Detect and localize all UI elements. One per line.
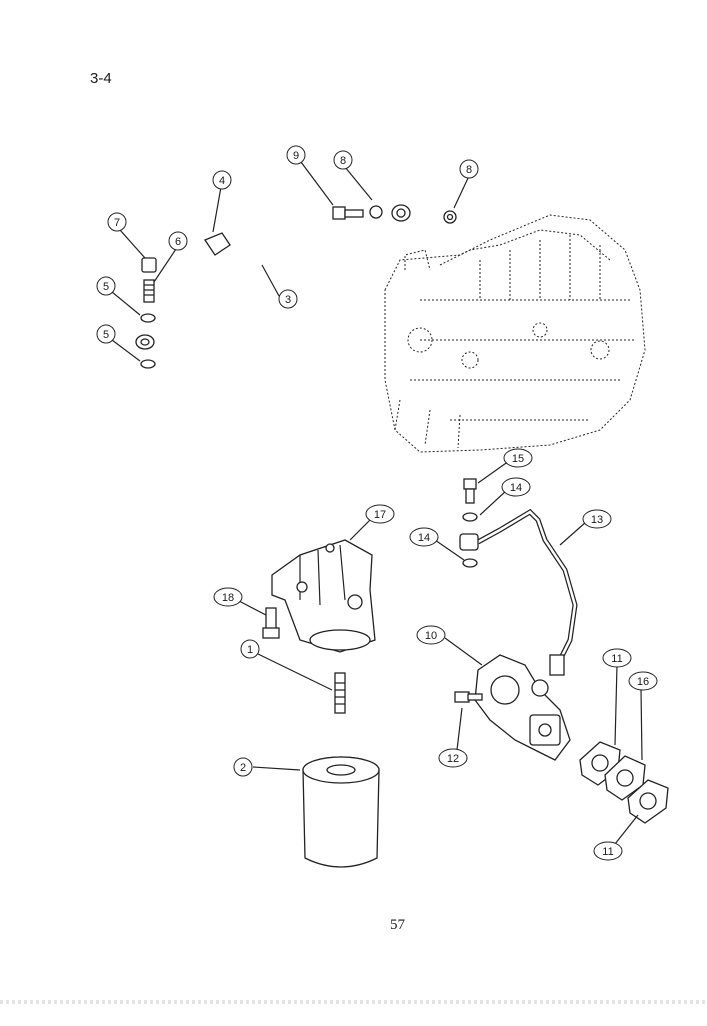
svg-text:5: 5	[103, 329, 109, 341]
callout-13: 13	[582, 509, 612, 529]
callout-18: 18	[213, 587, 243, 607]
fuel-filter	[302, 756, 380, 868]
callout-4: 4	[212, 170, 232, 190]
callout-14-upper: 14	[501, 477, 531, 497]
callout-12: 12	[438, 748, 468, 768]
svg-text:18: 18	[222, 592, 234, 604]
page-number: 57	[390, 917, 405, 933]
callout-1: 1	[240, 639, 260, 659]
svg-text:15: 15	[512, 453, 524, 465]
svg-text:1: 1	[247, 644, 253, 656]
bolt-and-nipple	[262, 607, 346, 714]
svg-text:4: 4	[219, 175, 225, 187]
callout-6: 6	[168, 231, 188, 251]
svg-text:16: 16	[637, 676, 649, 688]
svg-text:14: 14	[510, 482, 522, 494]
svg-text:14: 14	[418, 532, 430, 544]
svg-text:6: 6	[175, 236, 181, 248]
callout-17: 17	[365, 504, 395, 524]
callout-3: 3	[278, 289, 298, 309]
svg-text:17: 17	[374, 509, 386, 521]
gaskets	[579, 741, 669, 824]
upper-fittings	[140, 205, 457, 369]
callout-5-lower: 5	[96, 324, 116, 344]
callout-8-left: 8	[333, 150, 353, 170]
svg-text:8: 8	[466, 164, 472, 176]
callout-15: 15	[503, 448, 533, 468]
lift-pump	[454, 654, 571, 761]
svg-text:7: 7	[114, 217, 120, 229]
callout-5-upper: 5	[96, 276, 116, 296]
svg-text:3: 3	[285, 294, 291, 306]
leader-lines	[111, 161, 643, 845]
callout-11-upper: 11	[602, 648, 632, 668]
callout-16: 16	[628, 671, 658, 691]
svg-text:10: 10	[425, 630, 437, 642]
svg-text:8: 8	[340, 155, 346, 167]
scan-artifact	[0, 1000, 707, 1004]
svg-text:13: 13	[591, 514, 603, 526]
svg-text:5: 5	[103, 281, 109, 293]
callout-10: 10	[416, 625, 446, 645]
section-reference: 3-4	[90, 70, 112, 87]
fuel-line-upper	[135, 204, 411, 352]
callout-8-right: 8	[459, 159, 479, 179]
callout-9: 9	[286, 145, 306, 165]
svg-text:11: 11	[611, 653, 622, 665]
svg-text:12: 12	[447, 753, 459, 765]
callout-2: 2	[233, 757, 253, 777]
filter-head	[271, 539, 376, 653]
fuel-line-lower	[459, 478, 578, 676]
svg-text:2: 2	[240, 762, 246, 774]
callout-11-lower: 11	[593, 841, 623, 861]
injection-pump-outline	[384, 214, 646, 453]
callout-14-lower: 14	[409, 527, 439, 547]
callout-7: 7	[107, 212, 127, 232]
svg-text:9: 9	[293, 150, 299, 162]
svg-text:11: 11	[602, 846, 613, 858]
